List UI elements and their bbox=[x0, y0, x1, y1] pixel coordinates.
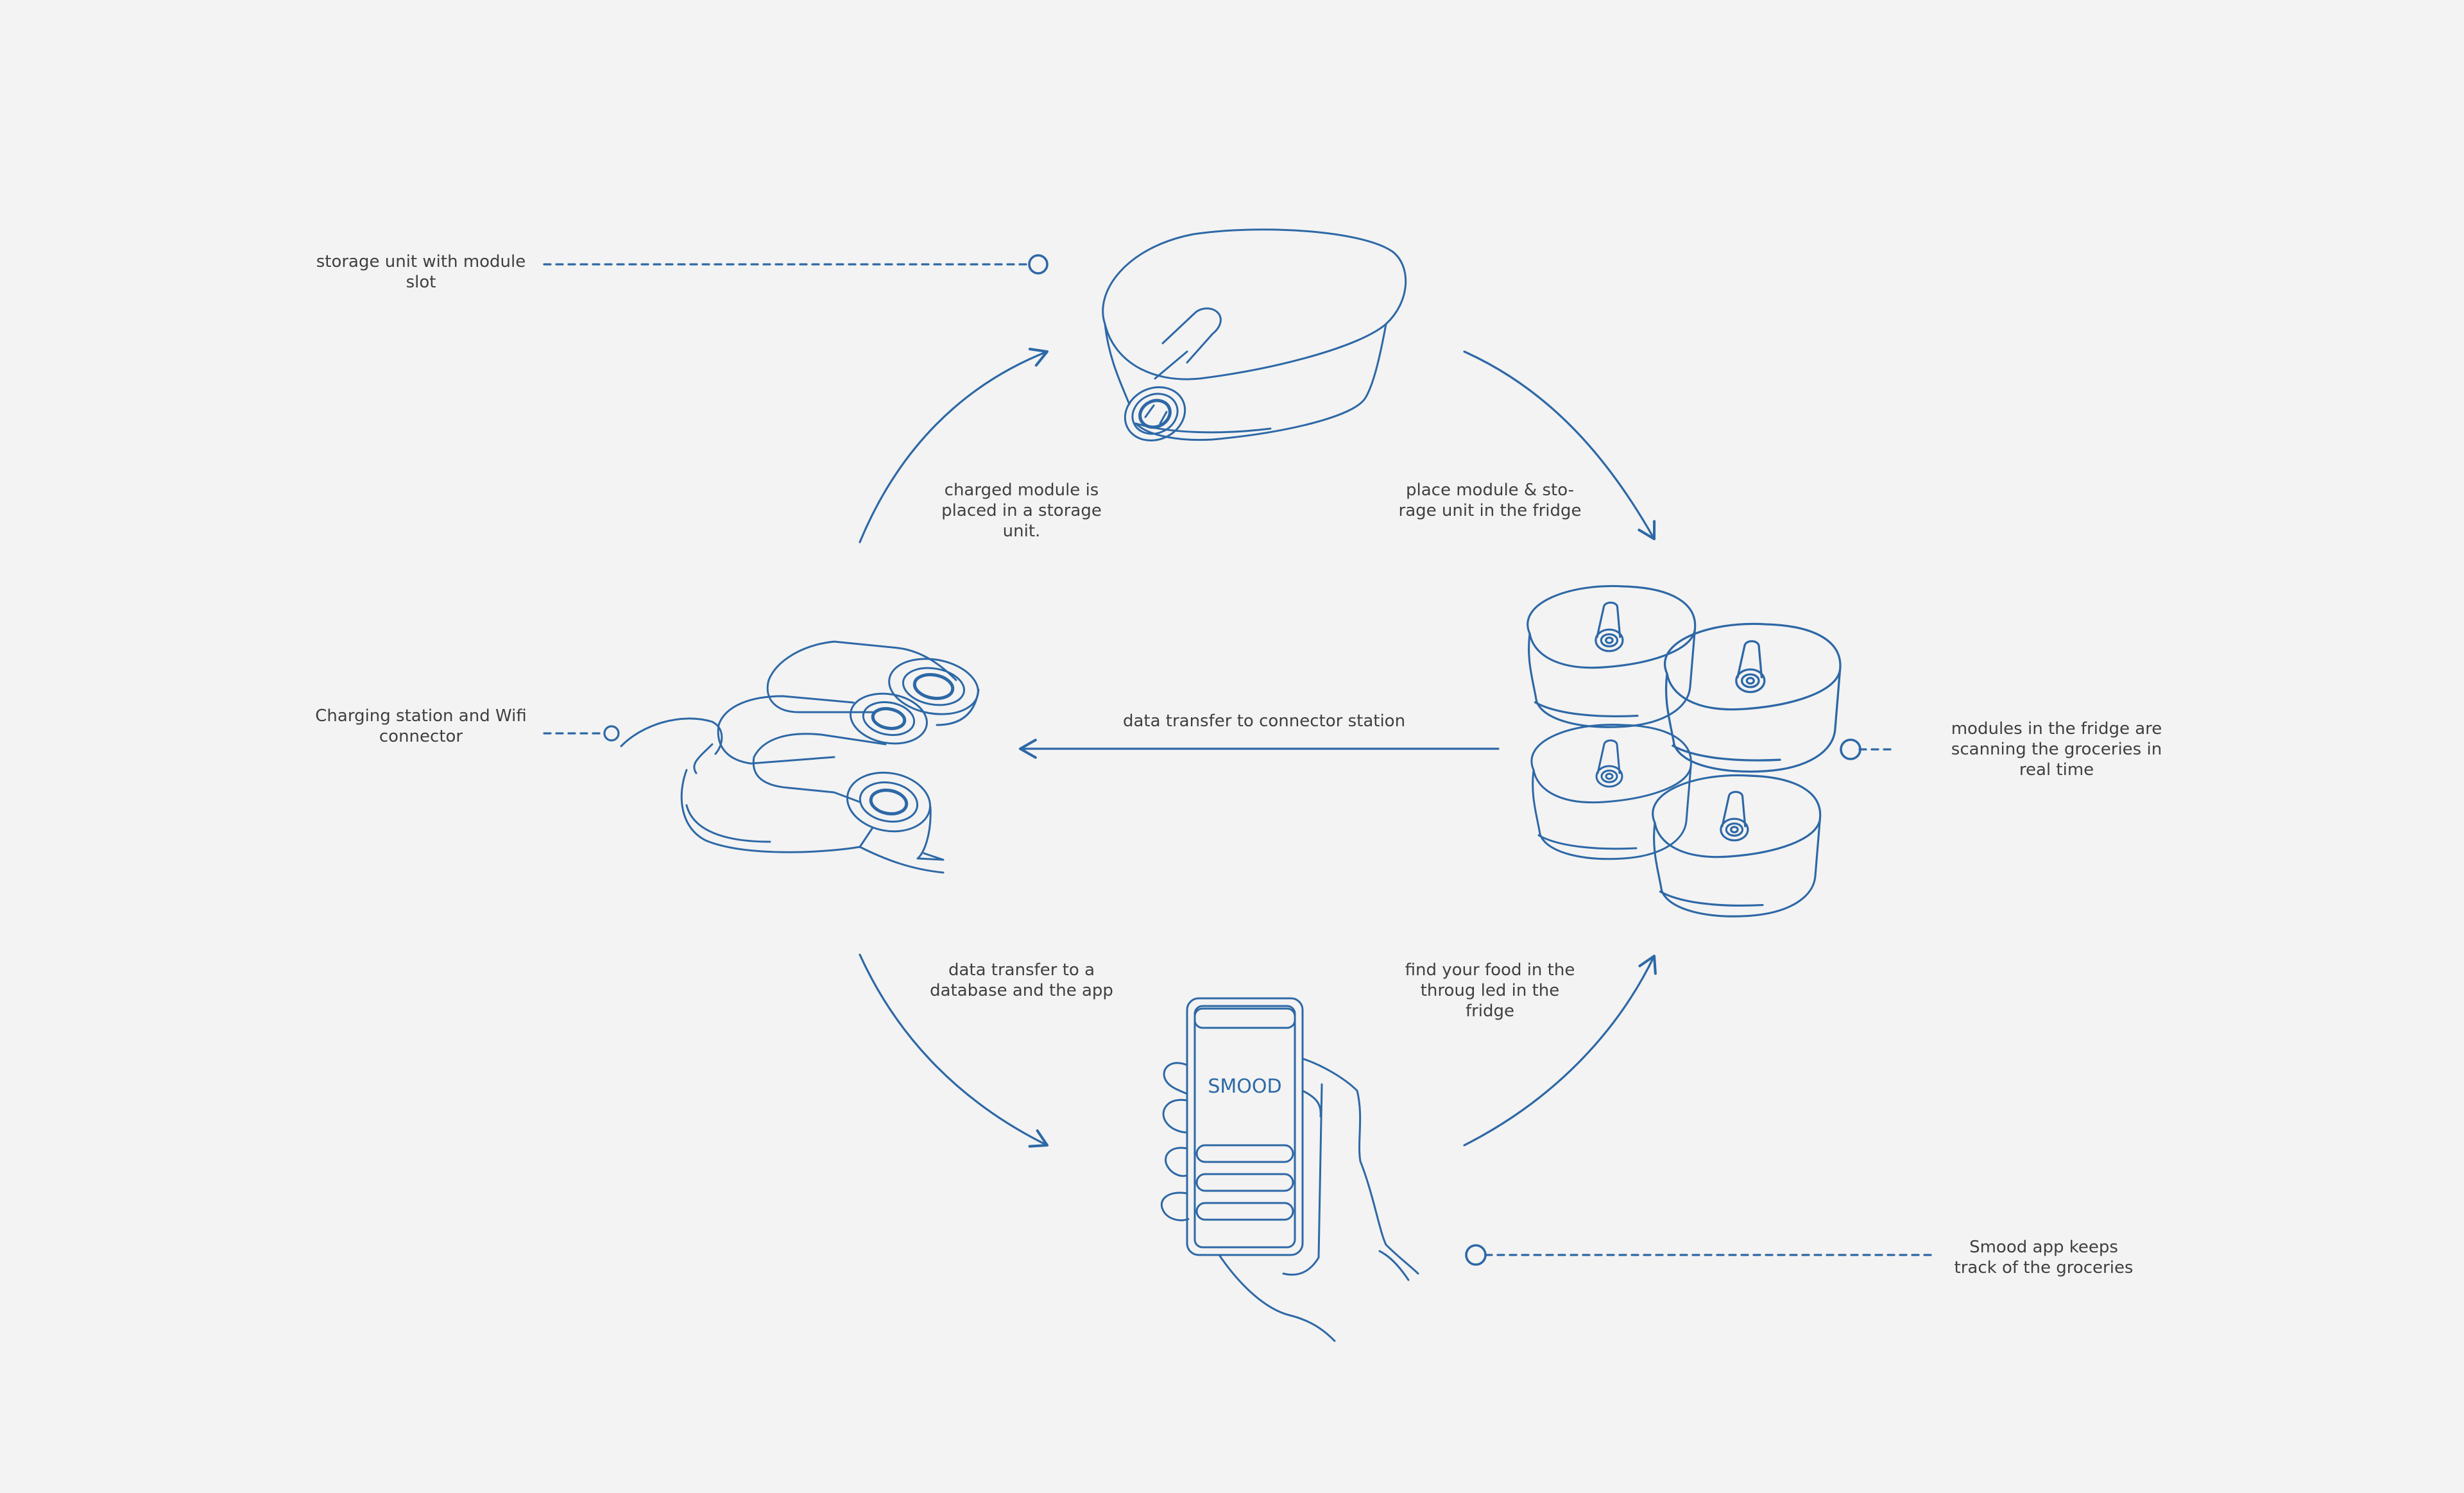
fridge-modules-illustration bbox=[1527, 584, 1842, 917]
label-charging-station: Charging station and Wifi connector bbox=[315, 706, 527, 746]
phone-in-hand-illustration bbox=[1160, 997, 1419, 1342]
label-modules-fridge: modules in the fridge are scanning the g… bbox=[1951, 719, 2162, 780]
label-find-food: find your food in the throug led in the … bbox=[1405, 960, 1575, 1021]
charging-station-illustration bbox=[620, 640, 980, 874]
label-data-transfer-database: data transfer to a database and the app bbox=[930, 960, 1113, 1000]
arrow-storage-to-fridge bbox=[1463, 350, 1656, 541]
arrow-charging-to-phone bbox=[859, 953, 1049, 1148]
phone-brand: SMOOD bbox=[1208, 1075, 1281, 1098]
label-data-transfer-connector: data transfer to connector station bbox=[1122, 712, 1406, 731]
label-storage-unit: storage unit with module slot bbox=[316, 252, 526, 292]
arrow-fridge-to-phone bbox=[1463, 954, 1657, 1147]
arrow-charging-to-storage bbox=[859, 348, 1049, 543]
storage-unit-illustration bbox=[1102, 228, 1407, 442]
label-place-module: place module & sto-rage unit in the frid… bbox=[1398, 481, 1582, 520]
label-charged-module: charged module is placed in a storage un… bbox=[941, 481, 1102, 541]
label-smood-app: Smood app keeps track of the groceries bbox=[1954, 1238, 2134, 1277]
